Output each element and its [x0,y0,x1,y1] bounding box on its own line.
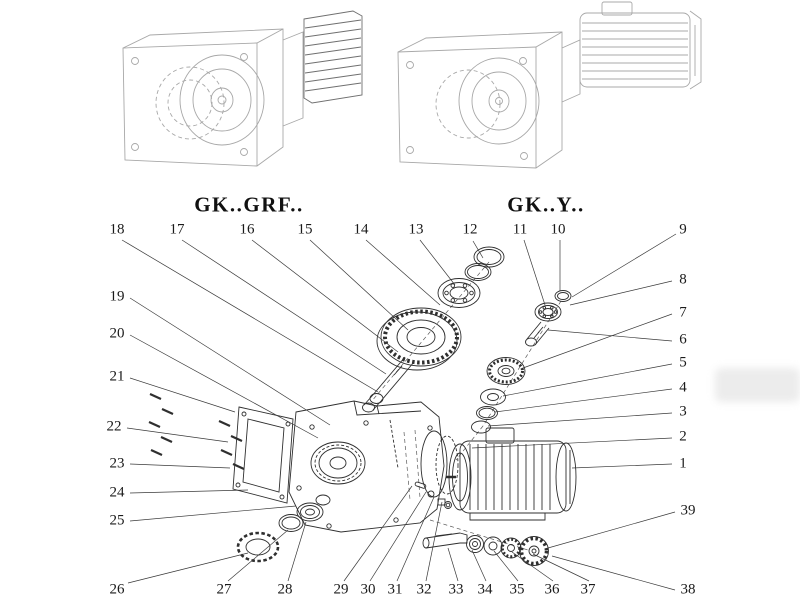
callout-9: 9 [679,221,687,238]
main-gear [376,307,462,371]
callout-4: 4 [679,379,687,396]
bolts [148,392,245,471]
joint-hardware [414,481,452,509]
callout-33: 33 [448,581,464,598]
input-rings-bearing [534,290,572,322]
callout-24: 24 [109,484,125,501]
callout-25: 25 [109,512,125,529]
callout-35: 35 [509,581,525,598]
callout-15: 15 [297,221,313,238]
callout-29: 29 [333,581,349,598]
callout-38: 38 [680,581,696,598]
callout-20: 20 [109,325,125,342]
finned-input-cover [303,10,363,104]
bevel-gear [486,357,526,385]
callout-1: 1 [679,455,687,472]
retaining-rings-upper [464,246,505,281]
exploded-view [121,233,677,591]
callout-22: 22 [106,418,122,435]
pinion-shaft [362,356,415,413]
callout-6: 6 [679,331,687,348]
callout-3: 3 [679,403,687,420]
callout-8: 8 [679,271,687,288]
motor [446,427,577,521]
callout-10: 10 [550,221,566,238]
washers-rings [471,388,506,434]
callout-34: 34 [477,581,493,598]
callout-2: 2 [679,428,687,445]
callout-36: 36 [544,581,560,598]
callout-16: 16 [239,221,255,238]
callout-23: 23 [109,455,125,472]
callout-31: 31 [387,581,403,598]
callout-27: 27 [216,581,232,598]
gearbox-grf-drawing [122,10,363,167]
callout-13: 13 [408,221,424,238]
callout-11: 11 [512,221,528,238]
callout-39: 39 [680,502,696,519]
output-shaft-parts [422,532,549,566]
callout-21: 21 [109,368,125,385]
cover-parts [236,494,331,563]
gasket-plate [232,406,294,504]
callout-12: 12 [462,221,478,238]
callout-32: 32 [416,581,432,598]
callout-18: 18 [109,221,125,238]
callout-14: 14 [353,221,369,238]
callout-7: 7 [679,304,687,321]
callout-37: 37 [580,581,596,598]
callout-19: 19 [109,288,125,305]
main-bearing [437,278,481,308]
model-caption-y: GK..Y.. [507,192,585,217]
callout-28: 28 [277,581,293,598]
y-motor-drawing [579,1,702,90]
input-shaft [525,321,550,347]
callout-30: 30 [360,581,376,598]
model-caption-grf: GK..GRF.. [194,192,304,217]
gearbox-y-drawing [397,1,702,169]
assembly-axis-lines [370,261,562,551]
callout-5: 5 [679,354,687,371]
callout-17: 17 [169,221,185,238]
leader-lines [121,233,677,591]
callout-26: 26 [109,581,125,598]
watermark [715,368,800,402]
